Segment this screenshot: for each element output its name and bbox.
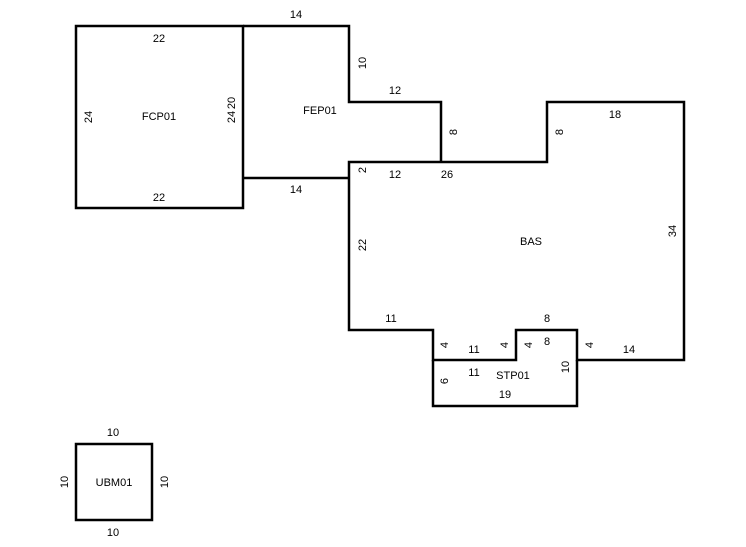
fep01-dim-top: 14: [290, 9, 302, 21]
fcp01-dim-top: 22: [153, 33, 165, 45]
fep01-dim-bottom: 14: [290, 184, 302, 196]
bas-dim-notch-in-step: 4: [499, 342, 511, 348]
fep01-outline: [243, 24, 443, 162]
bas-dim-right: 34: [667, 225, 679, 237]
fep01-dim-bottom-right: 2: [357, 167, 369, 173]
bas-dim-bottom-right-step: 4: [584, 342, 596, 348]
area-fcp01: FCP01 22 22 24 24: [74, 24, 245, 210]
fep01-dim-bottom-step: 12: [389, 169, 401, 181]
fep01-label: FEP01: [303, 105, 337, 117]
ubm01-dim-bottom: 10: [107, 527, 119, 539]
ubm01-dim-right: 10: [159, 476, 171, 488]
stp01-dim-left: 6: [439, 378, 451, 384]
bas-dim-notch-left: 8: [554, 129, 566, 135]
bas-dim-top-right: 18: [609, 109, 621, 121]
fcp01-label: FCP01: [142, 111, 176, 123]
bas-dim-notch-top: 8: [544, 313, 550, 325]
fep01-dim-right-upper: 10: [357, 57, 369, 69]
area-ubm01: UBM01 10 10 10 10: [59, 427, 171, 539]
stp01-dim-step: 4: [523, 342, 535, 348]
stp01-dim-top-right: 8: [544, 336, 550, 348]
bas-dim-top-mid: 26: [441, 169, 453, 181]
stp01-dim-bottom: 19: [499, 389, 511, 401]
bas-dim-bottom-right: 14: [623, 344, 635, 356]
fep01-dim-step-right: 8: [448, 129, 460, 135]
fcp01-dim-bottom: 22: [153, 192, 165, 204]
bas-dim-notch-in-bottom: 11: [468, 344, 479, 356]
stp01-outline: [431, 360, 579, 408]
ubm01-dim-top: 10: [107, 427, 119, 439]
stp01-dim-right: 10: [560, 361, 572, 373]
fep01-dim-step-top: 12: [389, 85, 401, 97]
ubm01-label: UBM01: [96, 477, 133, 489]
bas-dim-left: 22: [357, 239, 369, 251]
fcp01-outline: [74, 24, 245, 210]
ubm01-dim-left: 10: [59, 476, 71, 488]
bas-dim-bottom-left: 11: [385, 313, 396, 325]
area-fep01: FEP01 14 10 12 8 20 14 2 12: [226, 9, 460, 196]
bas-dim-notch-in-left: 4: [439, 342, 451, 348]
fep01-dim-inner-left: 20: [226, 97, 238, 109]
area-bas: BAS 26 8 18 34 22 11 4 11 4 8 4 14: [347, 100, 686, 362]
ubm01-outline: [74, 442, 154, 522]
bas-outline: [347, 100, 686, 362]
fcp01-dim-left: 24: [83, 111, 95, 123]
stp01-label: STP01: [496, 370, 530, 382]
area-stp01: STP01 11 4 8 10 6 19: [431, 336, 579, 408]
stp01-dim-top-left: 11: [468, 367, 479, 379]
bas-label: BAS: [520, 236, 542, 248]
fcp01-dim-right: 24: [226, 111, 238, 123]
